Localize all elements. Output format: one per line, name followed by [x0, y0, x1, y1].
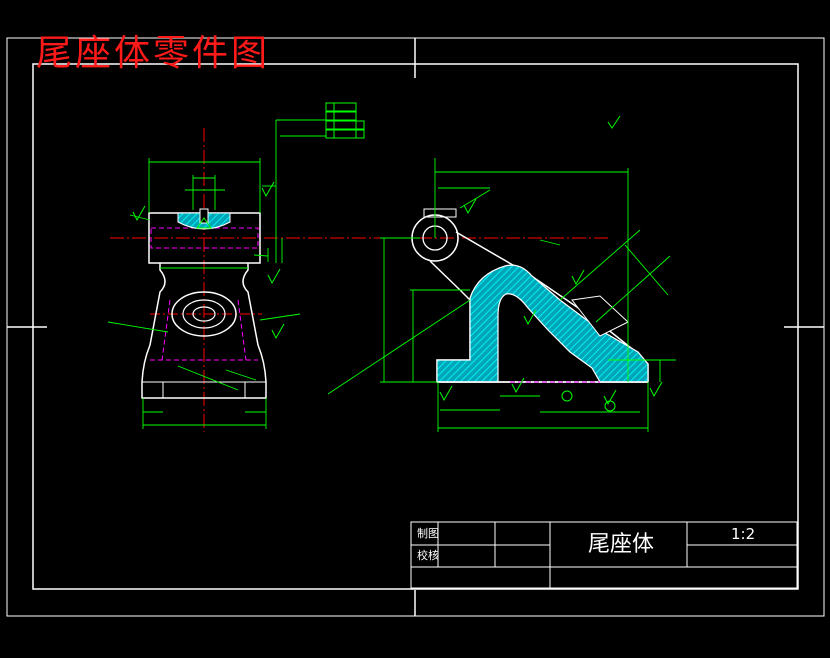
front-dimensions — [107, 119, 326, 429]
title-block-drawn-by: 制图 — [417, 527, 439, 540]
side-hatched-section — [436, 264, 649, 383]
outer-frame — [6, 37, 825, 617]
keyway-slot — [199, 208, 209, 224]
boss-middle — [182, 299, 226, 329]
title-block-checked-by: 校核 — [417, 549, 439, 562]
boss-outer — [171, 291, 237, 337]
centering-marks — [7, 38, 824, 616]
bore-hidden-lines — [150, 227, 259, 249]
geometric-tolerance-frames — [325, 102, 365, 139]
side-dimensions — [327, 158, 676, 432]
front-view — [107, 102, 610, 432]
side-roughness-marks — [439, 115, 663, 412]
side-view — [327, 115, 676, 432]
drawing-title: 尾座体零件图 — [36, 33, 271, 74]
title-block-scale: 1:2 — [731, 525, 756, 543]
front-body-outline — [141, 263, 267, 399]
title-block-grid — [410, 521, 798, 589]
inner-frame — [32, 63, 799, 590]
title-block-part-name: 尾座体 — [588, 532, 655, 557]
boss-hole — [192, 306, 216, 322]
surface-roughness-marks — [132, 181, 285, 340]
web-hidden-lines — [161, 299, 247, 361]
side-boss-lug — [423, 208, 457, 218]
